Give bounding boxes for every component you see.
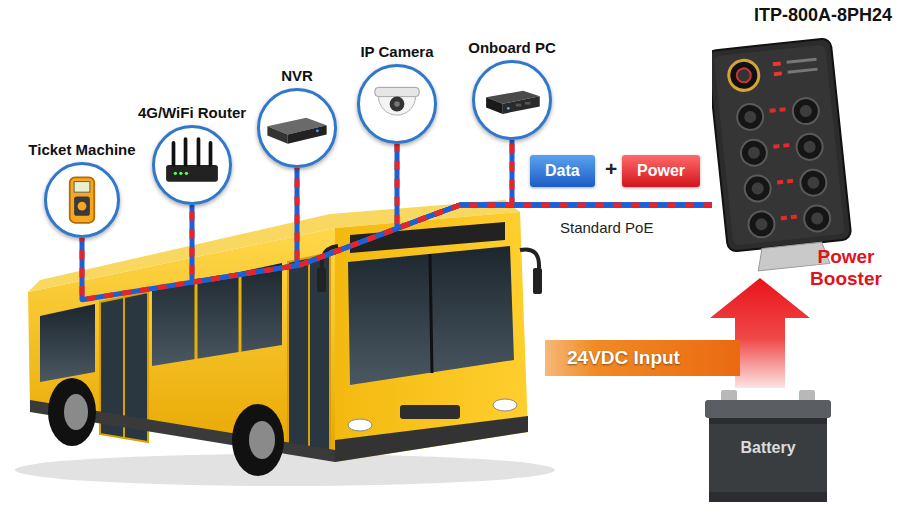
battery-unit: Battery <box>703 388 833 506</box>
tag-text: Data <box>545 161 580 181</box>
input-band: 24VDC Input <box>545 340 740 376</box>
device-icon <box>472 60 552 140</box>
poe-cable <box>192 205 712 282</box>
device-label: NVR <box>254 67 340 85</box>
device-circle: NVR <box>254 67 340 168</box>
cable-blue <box>192 205 712 282</box>
switch-unit: ITP-800A-8PH24 <box>712 4 892 276</box>
cable-red <box>512 140 712 205</box>
battery-text: Battery <box>703 438 833 458</box>
model-name: ITP-800A-8PH24 <box>712 4 892 26</box>
signal-tag: Power <box>622 155 700 187</box>
poe-cable <box>512 140 712 205</box>
device-label: Ticket Machine <box>26 141 138 159</box>
device-icon <box>44 162 120 238</box>
device-circle: Ticket Machine <box>26 141 138 238</box>
cable-blue <box>512 140 712 205</box>
poe-cable <box>397 144 712 228</box>
cable-red <box>397 144 712 228</box>
device-label: Onboard PC <box>466 39 558 57</box>
signal-tag: Data <box>530 155 595 187</box>
device-circle: IP Camera <box>354 43 440 144</box>
device-icon <box>357 64 437 144</box>
device-label: IP Camera <box>354 43 440 61</box>
tag-text: Power <box>637 161 685 181</box>
switch-picture <box>712 32 892 276</box>
input-text: 24VDC Input <box>567 340 726 376</box>
device-label: 4G/WiFi Router <box>136 104 249 122</box>
device-circle: Onboard PC <box>466 39 558 140</box>
poe-label: Standard PoE <box>560 219 653 236</box>
device-icon <box>152 125 232 205</box>
device-circle: 4G/WiFi Router <box>136 104 249 205</box>
device-icon <box>257 88 337 168</box>
cable-blue <box>397 144 712 228</box>
cable-red <box>192 205 712 282</box>
plus-sign: + <box>605 157 617 181</box>
